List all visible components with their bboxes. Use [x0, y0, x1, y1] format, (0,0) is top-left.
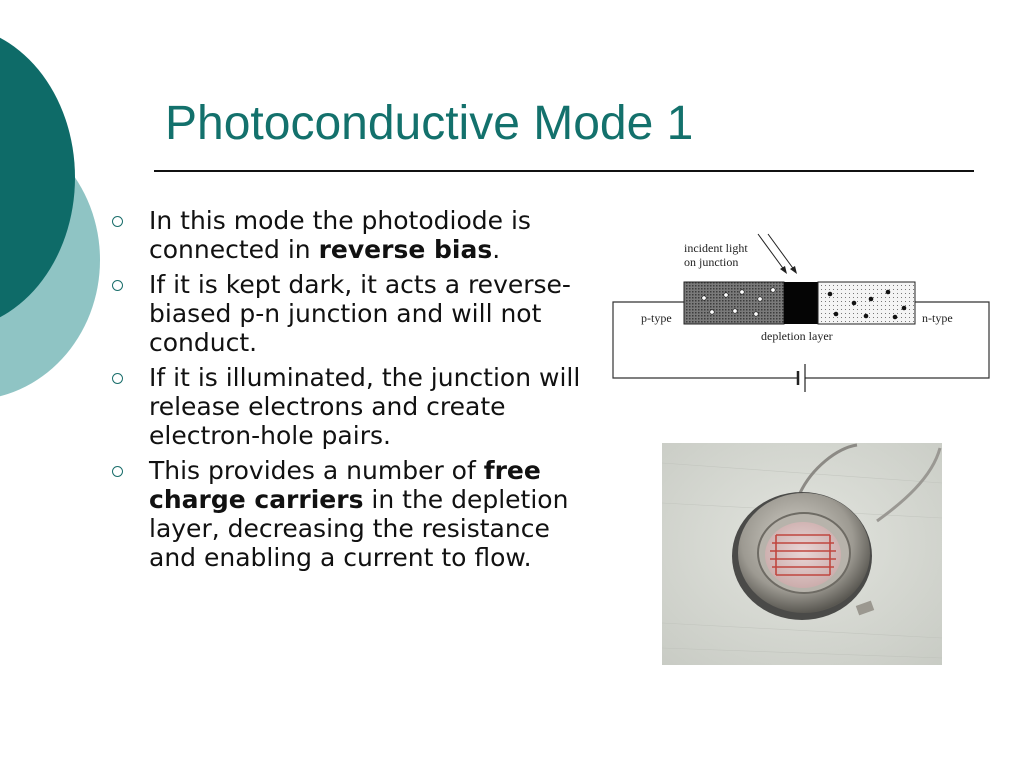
depletion-layer-label: depletion layer — [761, 329, 833, 343]
bullet-item: This provides a number of free charge ca… — [108, 456, 588, 572]
bullet-item: If it is illuminated, the junction will … — [108, 363, 588, 450]
bullet-text: If it is kept dark, it acts a reverse-bi… — [149, 270, 571, 357]
depletion-region — [784, 282, 818, 324]
n-type-label: n-type — [922, 311, 953, 325]
holes — [701, 287, 776, 317]
bullet-text: In this mode the photodiode is connected… — [149, 206, 531, 264]
bullet-circle-icon — [112, 373, 123, 384]
bullet-circle-icon — [112, 466, 123, 477]
incident-light-label-2: on junction — [684, 255, 738, 269]
bullet-text: in the depletion layer, decreasing the r… — [149, 485, 569, 572]
bold-text: free charge carriers — [149, 456, 541, 514]
p-type-region — [683, 281, 785, 325]
bullet-list: In this mode the photodiode is connected… — [108, 206, 588, 578]
incident-light-label-1: incident light — [684, 241, 748, 255]
bullet-item: If it is kept dark, it acts a reverse-bi… — [108, 270, 588, 357]
bullet-circle-icon — [112, 280, 123, 291]
photodiode-junction-diagram: incident light on junction p-type n-type… — [608, 228, 994, 396]
bullet-text: This provides a number of — [149, 456, 484, 485]
electrons — [827, 289, 907, 320]
bullet-item: In this mode the photodiode is connected… — [108, 206, 588, 264]
bullet-circle-icon — [112, 216, 123, 227]
p-type-label: p-type — [641, 311, 672, 325]
bullet-text: . — [492, 235, 501, 264]
slide-title: Photoconductive Mode 1 — [165, 97, 694, 150]
bold-text: reverse bias — [318, 235, 493, 264]
title-divider — [154, 170, 974, 172]
decorative-circles — [0, 0, 130, 420]
incident-light-arrows — [757, 233, 796, 272]
photodiode-photo — [662, 443, 942, 665]
bullet-text: If it is illuminated, the junction will … — [149, 363, 581, 450]
